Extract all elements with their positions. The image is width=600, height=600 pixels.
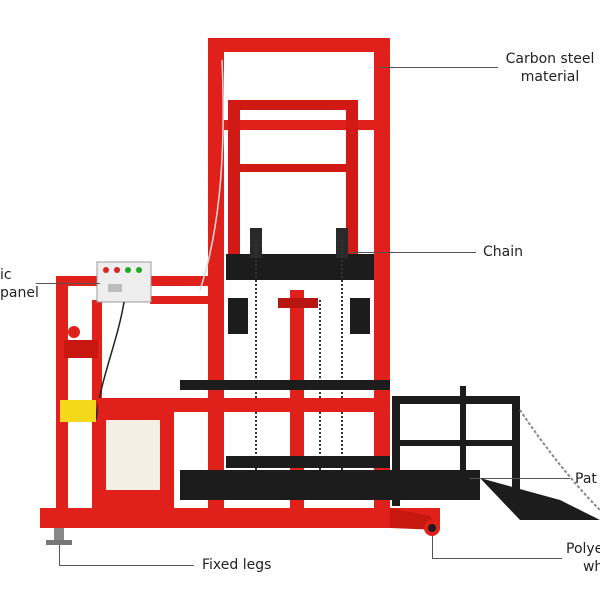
- poly-wheel-leader: [432, 558, 562, 559]
- chain-label: Chain: [483, 244, 523, 260]
- path-leader: [470, 478, 570, 479]
- poly-wheel-label: Polye wh: [566, 541, 600, 575]
- carbon-steel-leader: [380, 67, 498, 68]
- base-frame: [40, 508, 440, 545]
- poly-wheel-vleader: [432, 536, 433, 558]
- fixed-legs-vleader: [59, 545, 60, 565]
- mast-frame: [208, 38, 390, 510]
- path-label: Pat: [575, 471, 597, 487]
- control-panel-label: ic panel: [0, 267, 39, 301]
- motor-cabinet: [60, 400, 174, 522]
- fixed-legs-label: Fixed legs: [202, 557, 272, 573]
- platform: [180, 386, 600, 520]
- control-box: [96, 261, 152, 303]
- chain-leader: [350, 252, 476, 253]
- carbon-steel-label: Carbon steel material: [505, 51, 595, 85]
- control-panel-leader: [36, 283, 100, 284]
- carriage: [226, 228, 374, 334]
- fixed-legs-leader: [59, 565, 194, 566]
